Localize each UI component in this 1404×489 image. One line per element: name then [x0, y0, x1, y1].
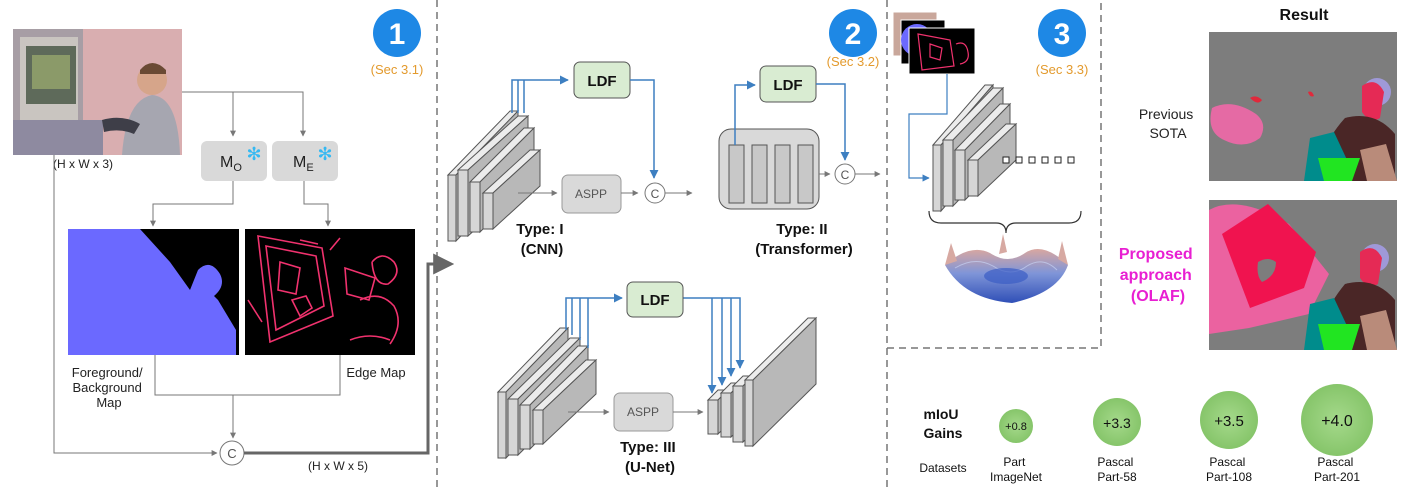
gain-circle-0 [999, 409, 1033, 443]
edge-label: Edge Map [346, 365, 405, 380]
concat-symbol-1: C [651, 187, 660, 201]
gain-circle-1 [1093, 398, 1141, 446]
aspp-block-1 [561, 174, 622, 214]
transformer-layers [728, 144, 814, 204]
gain-dataset-1: Pascal Part-58 [1097, 455, 1137, 484]
section-1: (H x W x 3) 1 (Sec 3.1) MO ✻ ME ✻ [13, 9, 455, 473]
datasets-label: Datasets [919, 461, 966, 475]
gains-title: mIoU Gains [924, 406, 963, 441]
gain-circle-2 [1200, 391, 1258, 449]
snowflake-icon: ✻ [246, 144, 261, 164]
unet-skip-connections [565, 293, 745, 394]
concat-symbol: C [227, 446, 236, 461]
loss-landscape [945, 234, 1068, 303]
result-section: Result Previous SOTA Proposed approach (… [1119, 7, 1397, 350]
type2-label: Type: II (Transformer) [755, 221, 853, 258]
proposed-label: Proposed approach (OLAF) [1119, 246, 1197, 305]
section2-ref: (Sec 3.2) [827, 54, 880, 69]
ldf-block-3 [626, 281, 684, 318]
badge-1-number: 1 [389, 18, 406, 51]
section-3: 3 (Sec 3.3) [892, 9, 1089, 303]
model-o-label: MO [220, 154, 242, 174]
previous-sota-image [1209, 32, 1397, 181]
edge-map [245, 229, 415, 355]
gain-dataset-3: Pascal Part-201 [1314, 455, 1360, 484]
aspp-label-2: ASPP [627, 405, 659, 419]
gain-value-3: +4.0 [1321, 413, 1353, 430]
gain-dataset-0: Part ImageNet [990, 455, 1043, 484]
input-dims: (H x W x 3) [53, 157, 113, 171]
section3-ref: (Sec 3.3) [1036, 62, 1089, 77]
section1-ref: (Sec 3.1) [371, 62, 424, 77]
aspp-label-1: ASPP [575, 187, 607, 201]
stacked-input-thumbnails [892, 11, 976, 75]
gain-value-0: +0.8 [1005, 421, 1027, 433]
proposed-olaf-image [1209, 200, 1397, 350]
badge-1 [373, 9, 421, 57]
model-o-box [201, 141, 267, 181]
fg-label: Foreground/ Background Map [72, 365, 146, 410]
ldf-label-1: LDF [587, 73, 616, 90]
snowflake-icon: ✻ [317, 144, 332, 164]
unet-encoder-stack [496, 326, 598, 460]
gain-dataset-2: Pascal Part-108 [1206, 455, 1252, 484]
unet-decoder-stack [706, 316, 818, 448]
foreground-map [68, 229, 239, 355]
result-title: Result [1280, 7, 1330, 24]
previous-sota-label: Previous SOTA [1139, 106, 1197, 141]
stage3-dots [1002, 156, 1075, 164]
type3-label: Type: III (U-Net) [620, 439, 680, 476]
main-flow-arrow [244, 253, 455, 455]
badge-3-number: 3 [1054, 18, 1071, 51]
gains-section: mIoU Gains Datasets +0.8 Part ImageNet +… [919, 384, 1373, 484]
gain-value-2: +3.5 [1214, 413, 1244, 430]
brace [928, 210, 1082, 234]
stage3-encoder-stack [931, 83, 1018, 213]
input-image [13, 29, 182, 155]
concat-symbol-2: C [841, 168, 850, 182]
model-e-box [272, 141, 338, 181]
ldf-label-2: LDF [773, 77, 802, 94]
badge-3 [1038, 9, 1086, 57]
gain-value-1: +3.3 [1103, 415, 1131, 431]
section3-border [887, 0, 1102, 349]
ldf-label-3: LDF [640, 292, 669, 309]
type1-label: Type: I (CNN) [516, 221, 567, 258]
badge-2-number: 2 [845, 18, 862, 51]
model-e-label: ME [293, 154, 314, 174]
gain-circle-3 [1301, 384, 1373, 456]
section-2: 2 (Sec 3.2) LDF ASPP C Type: I (CNN) [446, 9, 881, 476]
cnn-encoder-stack [446, 109, 542, 243]
output-dims: (H x W x 5) [308, 459, 368, 473]
badge-2 [829, 9, 877, 57]
